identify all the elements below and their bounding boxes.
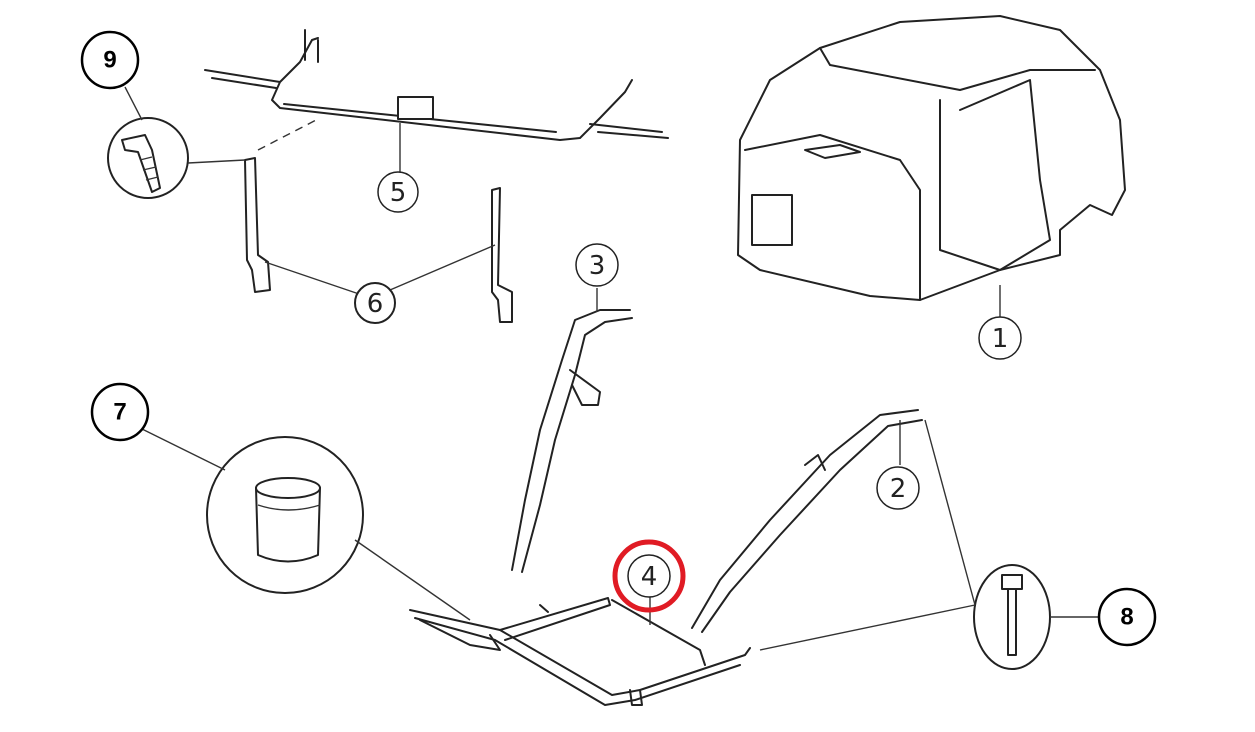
callout-label: 8 [1120,604,1133,631]
callout-label: 1 [992,324,1009,354]
callout-4-highlighted: 4 [612,539,686,613]
callout-label: 7 [113,399,126,426]
detail-8-bolt [759,419,1100,670]
callout-label: 9 [103,47,116,74]
callout-6: 6 [354,282,396,324]
callout-9: 9 [80,30,140,90]
callout-3: 3 [575,243,619,287]
callout-1: 1 [978,316,1022,360]
callout-label: 3 [589,251,606,281]
callout-label: 2 [890,474,907,504]
callout-label: 6 [367,289,384,319]
part-3-tube [511,288,633,573]
callout-label: 4 [641,562,658,592]
callout-8: 8 [1097,587,1157,647]
detail-7-bushing [139,427,471,621]
callout-5: 5 [377,171,419,213]
part-2-tube [691,409,923,633]
part-1-car-body [737,15,1126,318]
callout-7: 7 [90,382,150,442]
callout-label: 5 [390,178,407,208]
part-6-brackets [244,117,513,323]
highlight-ring [612,539,686,613]
callout-2: 2 [876,466,920,510]
part-4-frame [409,595,751,706]
detail-9-screw [107,86,246,199]
part-5-crossbar [204,29,669,175]
